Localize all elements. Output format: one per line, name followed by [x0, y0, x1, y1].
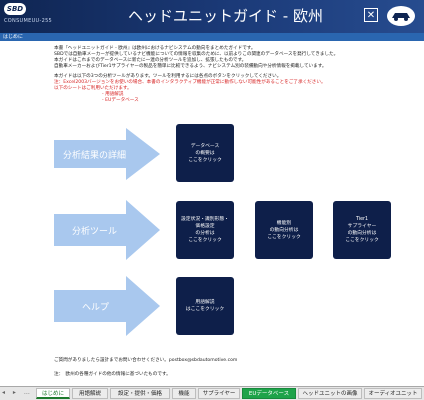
tab-head-unit-images[interactable]: ヘッドユニットの画像 [298, 388, 362, 399]
box-text: の分析は [195, 231, 215, 236]
intro-line: SBDでは自動車メーカーが提供しているナビ機能についての情報を収集のために、以前… [54, 52, 339, 57]
section-label-help: ヘルプ [82, 303, 110, 313]
footer-text: ご質問がありましたら設計までお問い合わせください。postbox@sbdauto… [54, 358, 414, 386]
breadcrumb-bar: はじめに [0, 33, 424, 41]
sheet-item: - EUデータベース [102, 98, 139, 103]
warning-note: 以下のシートはご利用いただけます。 [54, 86, 132, 91]
box-text: ここをクリック [345, 238, 379, 243]
settings-analysis-button[interactable]: 設定状況・識別形態・ 価格設定 の分析は ここをクリック [176, 201, 234, 259]
section-label-analysis-results: 分析結果の詳細 [63, 151, 127, 161]
breadcrumb: はじめに [3, 34, 24, 40]
tier1-analysis-button[interactable]: Tier1 サプライヤー の動向分析は ここをクリック [333, 201, 391, 259]
box-text: 機能別 [276, 220, 292, 226]
arrow-help [54, 276, 160, 336]
intro-line: 自動車メーカーおよびTier1サプライヤーの製品を簡単に比較できるよう、ナビシス… [54, 64, 327, 69]
contact-line: ご質問がありましたら設計までお問い合わせください。postbox@sbdauto… [54, 358, 238, 363]
tab-settings-pricing[interactable]: 設定・提供・価格 [110, 388, 170, 399]
box-text: 設定状況・識別形態・ [181, 217, 229, 222]
intro-text: 本書『ヘッドユニットガイド - 欧州』は欧州におけるナビシステムの動向をまとめた… [54, 46, 414, 104]
box-text: の概要は [195, 150, 215, 156]
box-text: の動向分析は [347, 231, 377, 236]
tab-audio-unit[interactable]: オーディオユニット [364, 388, 422, 399]
arrow-analysis-tools [54, 200, 160, 260]
tab-eu-database[interactable]: EUデータベース [242, 388, 296, 399]
intro-line: 本ガイドは以下の3つの分析ツールがあります。ツールを利用するには各点のボタンをク… [54, 74, 282, 79]
box-text: はここをクリック [185, 307, 225, 312]
header-subtitle: CONSUMEUU-255 [4, 18, 53, 24]
database-overview-button[interactable]: データベース の概要は ここをクリック [176, 124, 234, 182]
car-icon [387, 6, 415, 26]
sbd-logo: SBD [4, 3, 26, 15]
warning-note: 注：Excel2003バージョンをお使いの場合、本書のインタラクティブ機能が正常… [54, 80, 326, 85]
box-text: データベース [190, 143, 220, 149]
sheet-tabs-bar: ◂ ▸ … はじめに 用語解説 設定・提供・価格 機能 サプライヤー EUデータ… [0, 386, 424, 400]
app-header: SBD CONSUMEUU-255 ヘッドユニットガイド - 欧州 ✕ [0, 0, 424, 33]
sheet-item: - 用語解説 [102, 92, 124, 97]
tab-introduction[interactable]: はじめに [36, 388, 70, 399]
footer-note: 注： 欧州の各種ガイドの他の情報に基づいたものです。 [54, 372, 171, 377]
box-text: Tier1 [355, 217, 369, 222]
tab-glossary[interactable]: 用語解説 [72, 388, 108, 399]
box-text: 価格設定 [195, 224, 215, 229]
box-text: ここをクリック [188, 157, 222, 163]
glossary-button[interactable]: 用語解説 はここをクリック [176, 277, 234, 335]
section-label-analysis-tools: 分析ツール [72, 227, 118, 237]
page-title: ヘッドユニットガイド - 欧州 [128, 7, 323, 25]
box-text: 用語解説 [195, 300, 215, 305]
functions-analysis-button[interactable]: 機能別 の動向分析は ここをクリック [255, 201, 313, 259]
box-text: サプライヤー [347, 224, 377, 229]
box-text: ここをクリック [267, 234, 301, 240]
box-text: ここをクリック [188, 238, 222, 243]
intro-line: 本書『ヘッドユニットガイド - 欧州』は欧州におけるナビシステムの動向をまとめた… [54, 46, 256, 51]
close-button[interactable]: ✕ [364, 8, 378, 22]
intro-line: 本ガイドはこれまでのデータベースに新たに一連の分析ツールを追加し、拡張したもので… [54, 58, 247, 63]
box-text: の動向分析は [269, 227, 299, 233]
arrow-analysis-results [54, 128, 160, 180]
tab-scroll-arrows[interactable]: ◂ ▸ … [2, 389, 33, 396]
tab-functions[interactable]: 機能 [172, 388, 196, 399]
tab-suppliers[interactable]: サプライヤー [198, 388, 240, 399]
